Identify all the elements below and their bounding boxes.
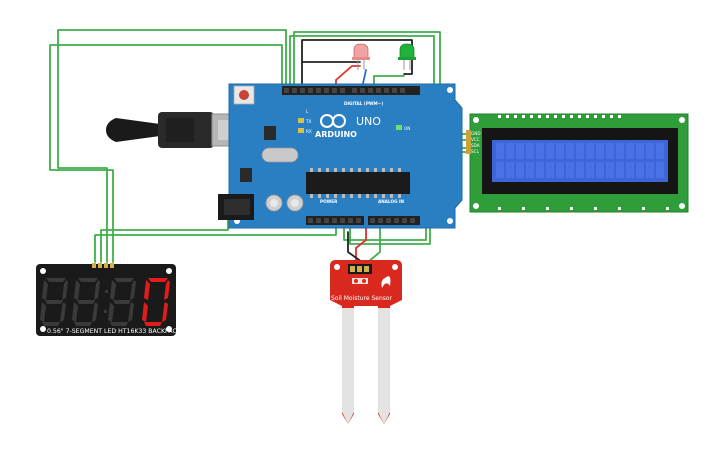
lcd-pin-gnd: GND: [471, 131, 481, 136]
l-label: L: [306, 109, 309, 114]
on-label: ON: [404, 126, 410, 131]
lcd-module: GND VCC SDA SCL: [466, 113, 689, 213]
soil-moisture-sensor: Soil Moisture Sensor: [330, 260, 402, 424]
seven-seg-label: 0.56" 7-SEGMENT LED HT16K33 BACKPACK: [47, 328, 182, 335]
arduino-brand: ARDUINO: [315, 130, 357, 139]
lcd-bottom-pads: [498, 207, 669, 210]
arduino-uno-board: DIGITAL (PWM~) L TX RX ARDUINO UNO ON: [218, 83, 463, 229]
analog-label: ANALOG IN: [378, 199, 405, 204]
lcd-pin-vcc: VCC: [471, 137, 480, 142]
seven-seg-digit-1: [40, 278, 68, 326]
digital-pin-holes: [284, 88, 405, 93]
wire-black-1: [301, 39, 413, 89]
green-led: [398, 43, 416, 70]
soil-sensor-label: Soil Moisture Sensor: [331, 295, 393, 302]
arduino-logo-icon: [320, 114, 346, 128]
rx-label: RX: [306, 129, 312, 134]
seven-seg-header-pins: [92, 263, 114, 268]
red-led: [352, 43, 370, 70]
wire-green-2: [57, 29, 287, 263]
atmega-pins: [310, 168, 401, 198]
tx-label: TX: [305, 119, 312, 124]
seven-seg-digit-2: [72, 278, 100, 326]
wire-black-sensor: [347, 231, 363, 263]
lcd-pin-row: [498, 115, 621, 118]
seven-segment-backpack: 0.56" 7-SEGMENT LED HT16K33 BACKPACK: [36, 263, 182, 336]
seven-seg-colon: [104, 290, 108, 313]
lcd-character-cells: [496, 143, 664, 178]
lcd-pin-sda: SDA: [471, 143, 480, 148]
wire-green-1: [49, 44, 283, 263]
seven-seg-digit-4-lit: [142, 278, 170, 326]
digital-label: DIGITAL (PWM~): [344, 101, 383, 106]
sparkfun-flame-icon: [381, 276, 391, 288]
seven-seg-digit-3: [108, 278, 136, 326]
wire-green-sensor: [367, 217, 381, 263]
lcd-pin-scl: SCL: [471, 149, 480, 154]
wire-red-sensor: [355, 217, 367, 263]
power-label: POWER: [320, 199, 338, 204]
arduino-model: UNO: [356, 115, 381, 128]
